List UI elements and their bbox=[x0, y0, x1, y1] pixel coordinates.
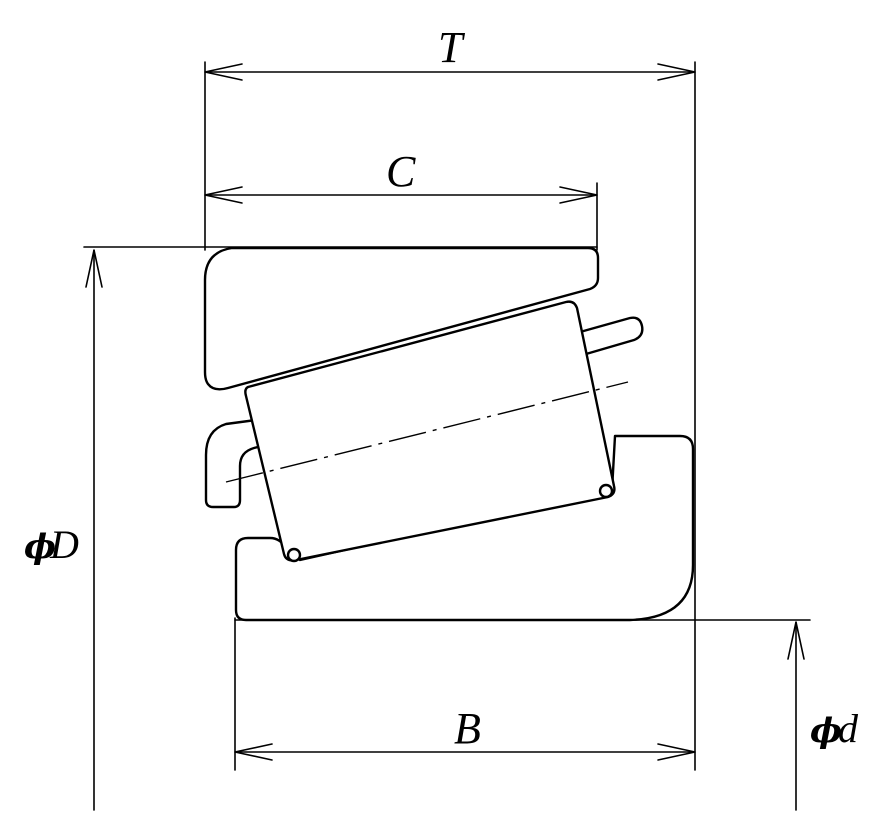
dimension-T: T bbox=[204, 23, 696, 81]
outer-ring-cup bbox=[203, 246, 600, 391]
cage-tab-right bbox=[578, 316, 644, 356]
label-phi-D-symbol: ϕ bbox=[24, 527, 56, 567]
inner-ring-cone bbox=[234, 434, 695, 622]
dimension-B: B bbox=[234, 704, 696, 761]
roller-corner-bottom-right bbox=[598, 483, 614, 499]
label-phi-d-symbol: ϕ bbox=[810, 711, 842, 751]
label-d: d bbox=[838, 706, 859, 751]
label-D: D bbox=[49, 522, 79, 567]
roller-corner-bottom-left bbox=[286, 547, 302, 563]
dimension-bore-diameter: ϕ d bbox=[787, 621, 859, 811]
label-C: C bbox=[386, 147, 416, 196]
dimension-outer-diameter: ϕ D bbox=[24, 249, 103, 811]
label-B: B bbox=[454, 704, 481, 753]
cage-hook-left bbox=[204, 418, 264, 509]
roller-center-line bbox=[225, 381, 629, 483]
label-T: T bbox=[438, 23, 466, 72]
dimension-C: C bbox=[204, 147, 598, 204]
